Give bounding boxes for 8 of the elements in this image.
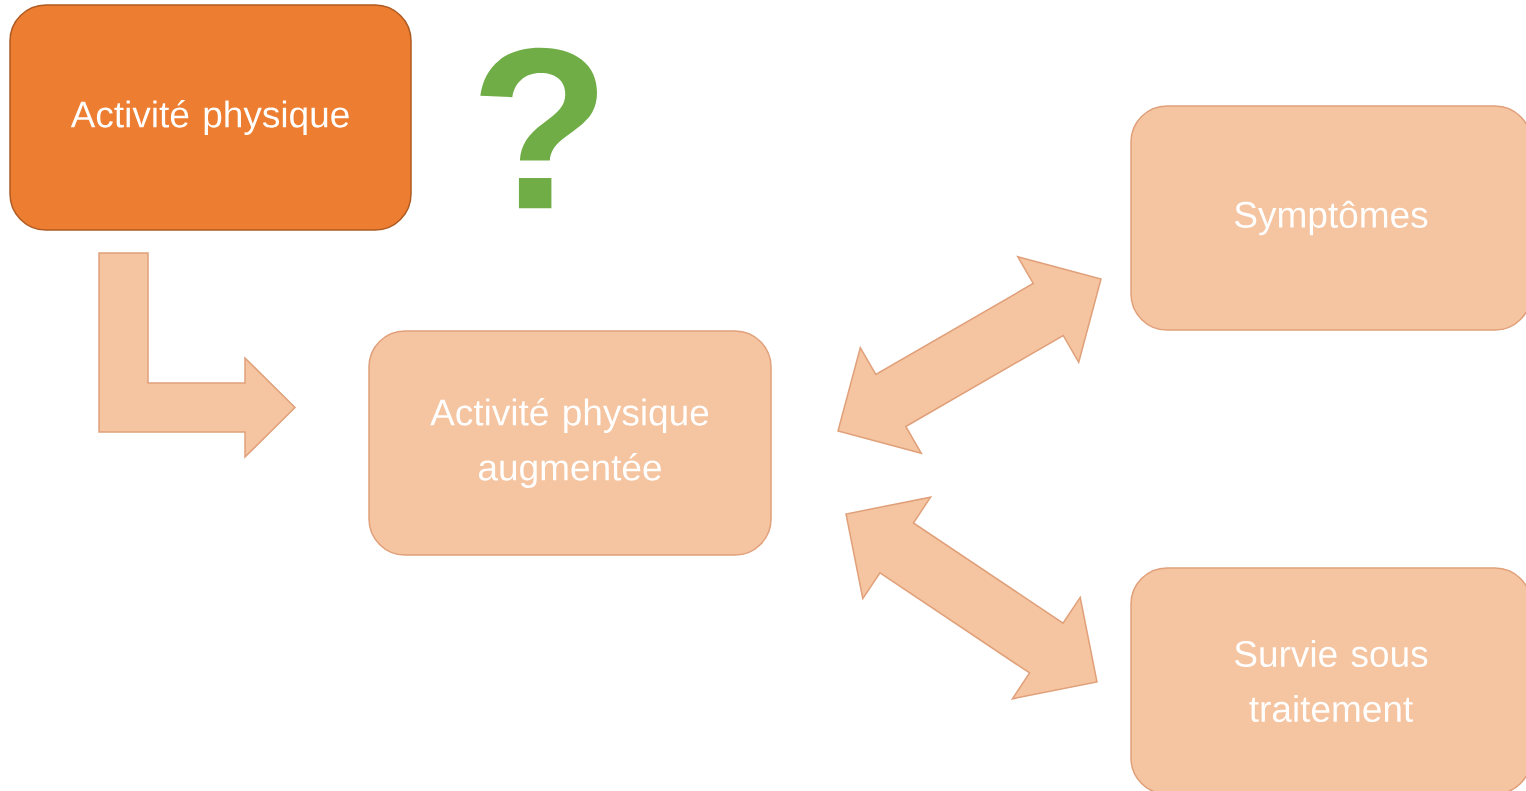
process-box: Activité physique	[9, 4, 412, 231]
process-box: Survie sous traitement	[1130, 567, 1526, 791]
process-box: Activité physique augmentée	[368, 330, 772, 556]
process-box: Symptômes	[1130, 105, 1526, 331]
block-arrow	[837, 255, 1102, 455]
question-mark: ?	[480, 47, 597, 209]
block-arrow	[98, 252, 297, 459]
block-arrow	[845, 496, 1098, 700]
